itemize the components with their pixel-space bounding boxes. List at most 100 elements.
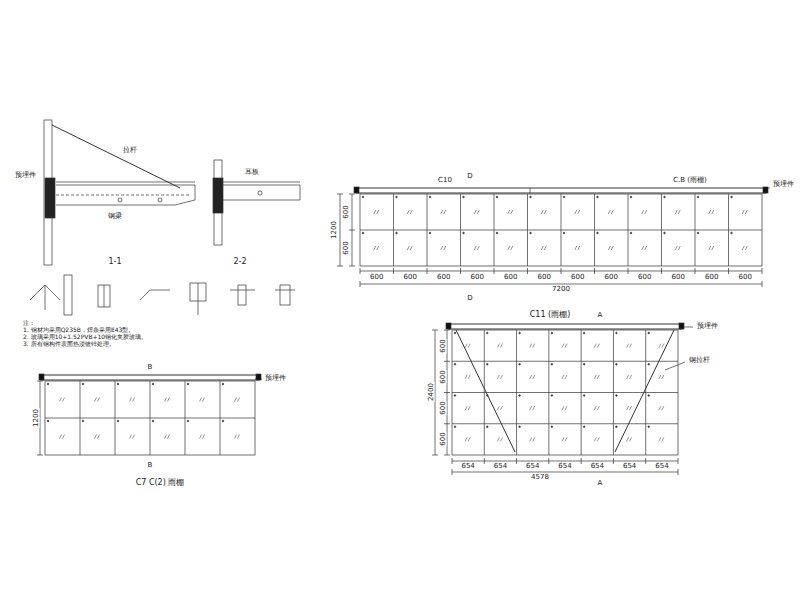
detail [140,290,170,300]
glass-mark [407,210,409,214]
dimension-tick [661,268,662,274]
spider-point [396,196,398,198]
spider-point [551,426,553,428]
spider-point [362,196,364,198]
glass-mark [468,437,470,441]
bar-joint [530,188,531,193]
spider-point [454,363,456,365]
dimension-tick [527,268,528,274]
glass-mark [597,406,599,410]
dimension-label: 2400 [428,382,435,402]
dimension-label: 600 [369,274,384,281]
glass-mark [133,398,135,402]
glass-mark [709,246,711,250]
note-text: 1. 钢材均采用Q235B，焊条采用E43型。 [22,327,135,333]
dimension-label: 600 [503,274,518,281]
glass-mark [444,210,446,214]
dimension-tick [762,268,763,274]
spider-point [648,395,650,397]
spider-point [396,232,398,234]
column [214,160,222,245]
dimension-label: 预埋件 [14,172,37,179]
i-section [104,285,105,307]
spider-point [486,332,488,334]
glass-mark [659,437,661,441]
dimension-tick [561,268,562,274]
glass-mark [630,375,632,379]
dimension-tick [337,194,343,195]
dimension-label: A [597,312,604,319]
glass-mark [709,210,711,214]
dimension-label: 600 [343,240,350,255]
support-node [354,187,359,193]
dimension-label: 600 [570,274,585,281]
glass-mark [608,210,610,214]
glass-mark [642,210,644,214]
spider-point [563,196,565,198]
dimension-tick [678,469,679,475]
dimension-label: 654 [590,463,605,470]
spider-point [616,395,618,397]
spider-point [463,232,465,234]
dimension-label: 4578 [530,474,550,481]
dimension-tick [37,381,43,382]
dimension-label: 耳板 [244,169,260,176]
spider-point [583,363,585,365]
spider-point [486,426,488,428]
glass-mark [627,437,629,441]
spider-point [454,395,456,397]
glass-mark [377,246,379,250]
spider-point [362,232,364,234]
i-section [98,285,110,307]
spider-point [222,383,224,385]
note-text: 3. 所有钢构件表面热浸镀锌处理。 [22,341,116,347]
glass-mark [130,398,132,402]
spider-point [616,332,618,334]
support-node [763,187,768,193]
dimension-label: 600 [440,432,447,447]
spider-point [187,420,189,422]
glass-mark [642,246,644,250]
dimension-label: 600 [440,369,447,384]
glass-mark [165,398,167,402]
dimension-label: 654 [493,463,508,470]
dimension-label: B [147,462,154,469]
glass-mark [60,435,62,439]
detail [280,285,290,305]
dimension-label: 钢梁 [107,213,123,220]
glass-mark [565,406,567,410]
spider-point [519,426,521,428]
glass-mark [575,246,577,250]
beam-axis [56,195,190,196]
note-text: 2. 玻璃采用10+1.52PVB+10钢化夹胶玻璃。 [22,334,148,340]
glass-outline [360,194,762,266]
dimension-line [435,330,436,455]
glass-mark [497,437,499,441]
glass-outline [452,330,678,455]
spider-point [82,420,84,422]
dimension-tick [452,458,453,464]
spider-point [616,363,618,365]
steel-tie [456,330,515,452]
support-node [446,323,451,329]
dimension-label: 600 [637,274,652,281]
dimension-label: 600 [738,274,753,281]
spider-point [648,332,650,334]
spider-point [664,232,666,234]
dimension-label: 预埋件 [264,375,287,382]
glass-mark [130,435,132,439]
dimension-tick [460,268,461,274]
glass-mark [608,246,610,250]
glass-mark [594,344,596,348]
dimension-label: 600 [403,274,418,281]
panel-joint [452,361,678,362]
glass-mark [597,437,599,441]
spider-point [519,332,521,334]
canopy-bar [356,188,766,193]
glass-mark [235,435,237,439]
glass-mark [575,210,577,214]
glass-mark [500,437,502,441]
glass-mark [645,246,647,250]
spider-point [530,196,532,198]
bolt [118,198,122,202]
